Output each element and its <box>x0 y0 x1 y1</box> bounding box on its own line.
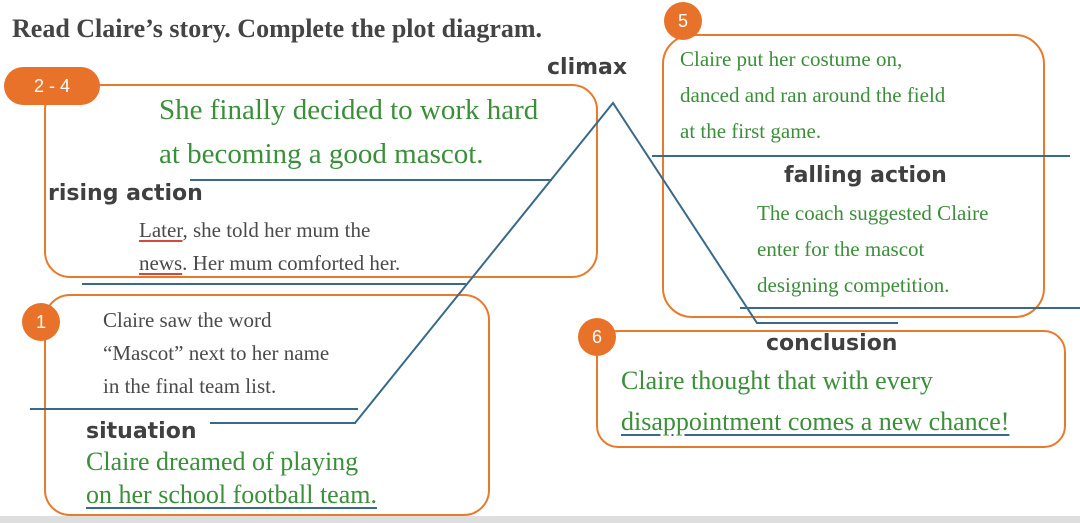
rising-action-box <box>44 84 598 278</box>
falling-text-line1: The coach suggested Claire <box>757 201 989 225</box>
falling-action-label: falling action <box>784 163 947 188</box>
climax-answer-line1: She finally decided to work hard <box>159 94 539 126</box>
box5-text-line2: danced and ran around the field <box>680 83 946 107</box>
badge-6: 6 <box>578 318 616 356</box>
box5-text-line1: Claire put her costume on, <box>680 47 903 71</box>
badge-5: 5 <box>664 2 702 40</box>
plot-arc-line <box>354 101 898 424</box>
situation-answer-line1: Claire dreamed of playing <box>86 447 359 476</box>
rising-action-text-line1: Later, she told her mum the <box>139 213 370 247</box>
falling-text-line3: designing competition. <box>757 273 950 297</box>
conclusion-text-line1: Claire thought that with every <box>621 366 933 395</box>
climax-outcome-box <box>662 34 1045 318</box>
conclusion-text-line2: disappointment comes a new chance! <box>621 407 1010 436</box>
conclusion-box <box>596 330 1066 448</box>
conclusion-label: conclusion <box>766 331 898 356</box>
situation-answer-line2: on her school football team. <box>86 480 377 509</box>
situation-prompt-line3: in the final team list. <box>103 374 277 398</box>
badge-2-4: 2 - 4 <box>4 67 100 105</box>
situation-label: situation <box>86 419 197 444</box>
rising-text-rest1: , she told her mum the <box>182 218 371 242</box>
page-title: Read Claire’s story. Complete the plot d… <box>12 14 543 43</box>
rising-word-later: Later <box>139 218 183 242</box>
rising-word-news: news <box>139 251 183 275</box>
climax-answer-line2: at becoming a good mascot. <box>159 138 484 170</box>
rising-action-label: rising action <box>48 181 203 206</box>
situation-box <box>44 294 490 516</box>
climax-label: climax <box>547 55 628 80</box>
rising-action-text-line2: news. Her mum comforted her. <box>139 246 400 280</box>
badge-1: 1 <box>22 303 60 341</box>
box5-text-line3: at the first game. <box>680 119 822 143</box>
situation-prompt-line1: Claire saw the word <box>103 308 272 332</box>
situation-prompt-line2: “Mascot” next to her name <box>103 341 330 365</box>
bottom-border <box>0 516 1080 523</box>
rising-text-rest2: . Her mum comforted her. <box>182 251 401 275</box>
falling-text-line2: enter for the mascot <box>757 237 925 261</box>
